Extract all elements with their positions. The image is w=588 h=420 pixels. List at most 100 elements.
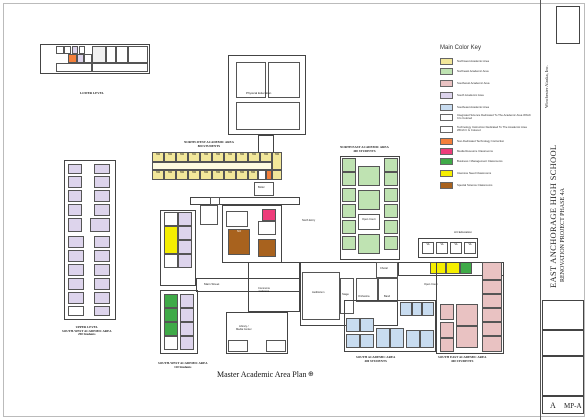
small-room-b (200, 205, 218, 225)
color-key-item: Northwest Academic Area (440, 58, 533, 66)
color-key-label: Southwest Academic Area (457, 80, 490, 85)
library-room-a (228, 340, 248, 352)
boiler-label: Boiler (258, 186, 265, 189)
color-key-item: Media Resource Classrooms (440, 148, 533, 156)
color-key-swatch (440, 158, 453, 165)
color-key-label: Intensive Need Classrooms (457, 170, 492, 175)
southeast-area (436, 262, 504, 354)
west-wing-column (160, 210, 196, 286)
color-key-title: Main Color Key (440, 45, 482, 51)
choral-label: Choral (380, 267, 388, 270)
library-room-b (266, 340, 286, 352)
color-key-swatch (440, 182, 453, 189)
color-key-label: Media Resource Classrooms (457, 148, 493, 153)
color-key-label: Non-Dedicated Technology Instruction (457, 138, 505, 143)
pe-gym-b (268, 62, 300, 98)
southeast-area-label: SOUTH EAST ACADEMIC AREA 400 STUDENTS (438, 355, 487, 363)
commons-block (248, 262, 300, 312)
sheet-border (3, 3, 585, 417)
color-key-label: Business / Management Classrooms (457, 158, 503, 163)
color-key-item: Business / Management Classrooms (440, 158, 533, 166)
art-education-block: VA VA VA VA (418, 238, 478, 258)
south-area (344, 300, 436, 352)
color-key-item: Intensive Need Classrooms (440, 170, 533, 178)
color-key-item: Special Science Classrooms (440, 182, 533, 190)
band-label: Band (384, 295, 391, 298)
color-key-swatch (440, 126, 453, 133)
color-key-label: Southeast Academic Area (457, 104, 490, 109)
color-key-label: Special Science Classrooms (457, 182, 493, 187)
south-area-label: SOUTH ACADEMIC AREA 400 STUDENTS (356, 355, 396, 363)
auditorium-label: Auditorium (312, 291, 325, 294)
color-key-item: Non-Dedicated Technology Instruction (440, 138, 533, 146)
sheet-number-box (542, 396, 584, 414)
color-key-swatch (440, 92, 453, 99)
pe-gym-a (236, 62, 266, 98)
library-label: Library / Media Center (236, 325, 252, 331)
stage-label: Stage (342, 293, 349, 296)
northeast-area-label: NORTH EAST ACADEMIC AREA 400 STUDENTS (340, 145, 389, 153)
plan-title: Master Academic Area Plan (217, 370, 307, 379)
color-key-swatch (440, 138, 453, 145)
project-name: RENOVATION PROJECT PHASE 4A (560, 188, 566, 282)
choral-room (376, 262, 398, 278)
north-arrow-icon: ⊕ (308, 370, 314, 378)
color-key-label: Northwest Academic Area (457, 58, 490, 63)
upper-level-southwest-area (64, 160, 116, 320)
color-key-swatch (440, 148, 453, 155)
color-key-item: Northeast Academic Area (440, 68, 533, 76)
southwest-area (160, 290, 198, 354)
northwest-area-label: NORTH-WEST ACADEMIC AREA 800 STUDENTS (184, 140, 234, 148)
color-key-item: Southwest Academic Area (440, 80, 533, 88)
color-key-label: South Academic Area (457, 92, 484, 97)
color-key-swatch (440, 114, 453, 121)
southwest-label: SOUTH-WEST ACADEMIC AREA 110 Students (158, 361, 208, 369)
color-key-item: Integrated Science Dedicated To The Acad… (440, 114, 533, 122)
color-key-label: Northeast Academic Area (457, 68, 489, 73)
northeast-area (340, 156, 400, 260)
school-name: EAST ANCHORAGE HIGH SCHOOL (548, 144, 558, 288)
northwest-area: NW NW NW NW NW NW NW NW NW NW NW NW NW N… (152, 152, 282, 190)
upper-level-southwest-label: UPPER LEVEL SOUTH-WEST ACADEMIC AREA 290… (62, 325, 112, 337)
main-street-label: Main Street (204, 282, 220, 286)
band-room (378, 278, 398, 302)
orchestra-label: Orchestra (358, 295, 370, 298)
title-block-row-3 (542, 356, 584, 396)
art-education-label: Art Education (454, 230, 473, 234)
boiler-room (254, 182, 274, 196)
north-entry-label: North Entry (302, 219, 316, 222)
title-block-logo (556, 6, 580, 44)
physical-education-label: Physical Education (246, 91, 272, 95)
title-block (540, 0, 588, 420)
commons-label: Commons Cafeteria (258, 287, 270, 293)
color-key-swatch (440, 170, 453, 177)
central-classroom-block: SCI (222, 205, 282, 263)
color-key-item: Technology Instruction Dedicated To The … (440, 126, 533, 134)
color-key-swatch (440, 80, 453, 87)
library-block (226, 312, 288, 354)
color-key-swatch (440, 58, 453, 65)
title-block-row-2 (542, 330, 584, 356)
color-key-label: Technology Instruction Dedicated To The … (457, 125, 527, 132)
open-court-ne-label: Open Court (362, 218, 376, 221)
sheet-label: A (550, 401, 556, 410)
open-court-se-label: Open Court (424, 283, 438, 286)
pe-lockers (236, 102, 300, 130)
east-west-corridor (190, 197, 300, 205)
sheet-number: MP-A (564, 402, 582, 410)
lower-level-label: LOWER LEVEL (80, 91, 104, 95)
color-key-item: South Academic Area (440, 92, 533, 100)
physical-education-block (228, 55, 306, 135)
firm-name: Winchester Alaska, Inc. (544, 65, 549, 108)
orchestra-room (356, 278, 378, 302)
auditorium-room (302, 272, 340, 320)
color-key-label: Integrated Science Dedicated To The Acad… (457, 113, 531, 120)
stage-room (340, 278, 354, 314)
color-key-swatch (440, 68, 453, 75)
lower-level-plan (40, 40, 150, 88)
title-block-row-1 (542, 300, 584, 330)
color-key-swatch (440, 104, 453, 111)
color-key-item: Southeast Academic Area (440, 104, 533, 112)
small-room-a (210, 197, 220, 205)
